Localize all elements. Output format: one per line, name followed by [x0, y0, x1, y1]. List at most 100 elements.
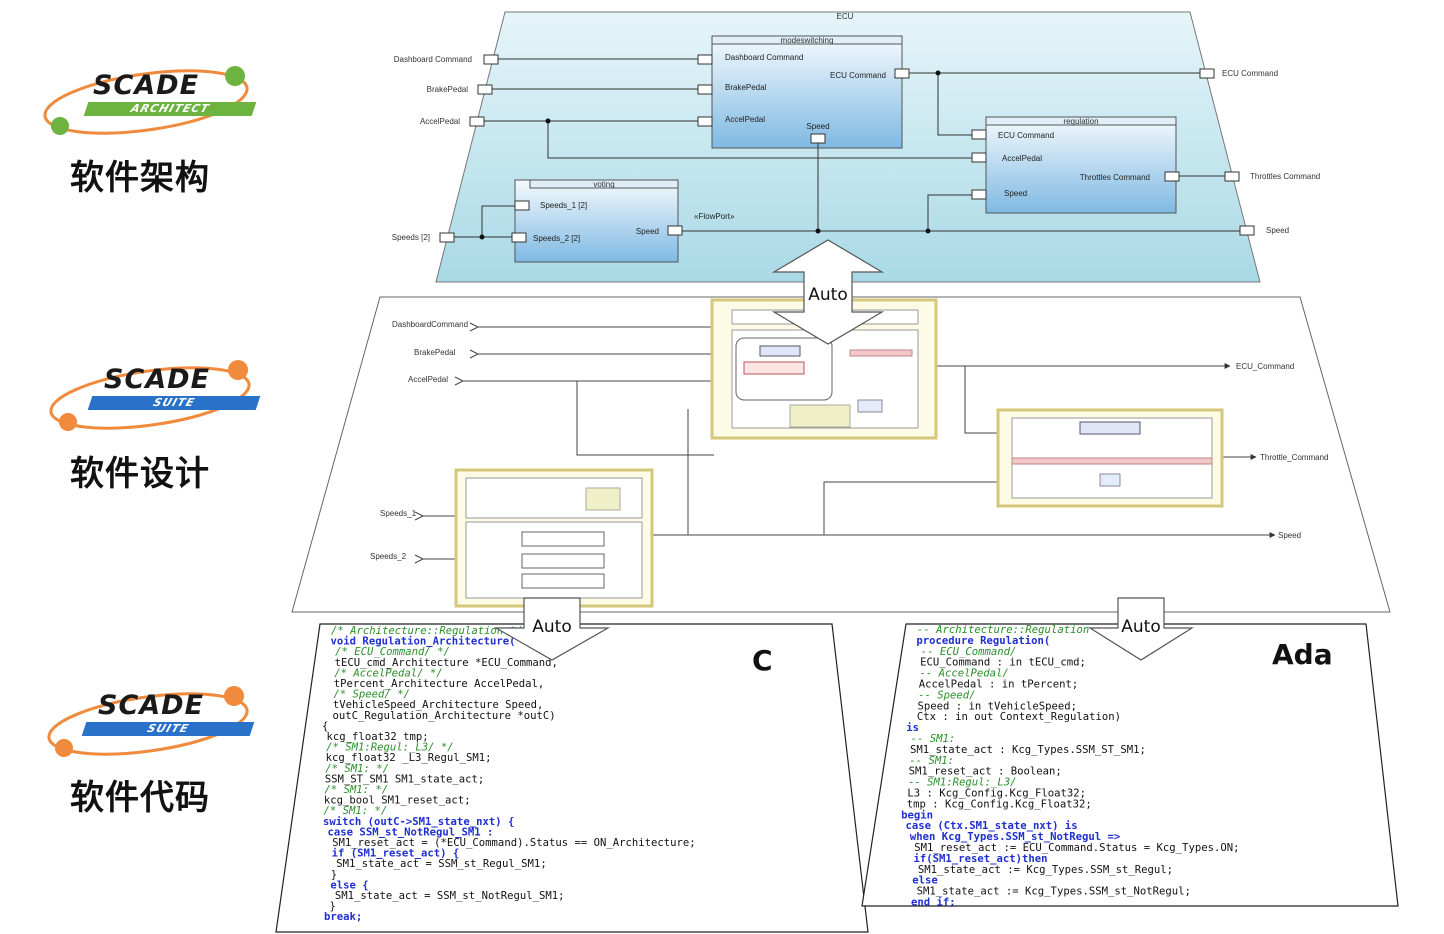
port-label: BrakePedal — [725, 83, 767, 92]
design-input-label: DashboardCommand — [392, 320, 468, 329]
code-line: kcg_bool SM1_reset_act; — [324, 795, 471, 807]
code-line: SM1_state_act = SSM_st_NotRegul_SM1; — [335, 890, 565, 902]
design-panel: DashboardCommand BrakePedal AccelPedal S… — [291, 296, 1391, 613]
layer-label-code: 软件代码 — [70, 778, 210, 818]
code-line: -- SM1:Regul:_L3/ — [908, 777, 1016, 789]
code-line: tPercent_Architecture AccelPedal, — [334, 678, 544, 690]
port-label: ECU Command — [830, 71, 886, 80]
code-line: kcg_float32 tmp; — [327, 731, 429, 743]
design-block-voting — [454, 468, 654, 608]
logo-swoosh-icon — [43, 66, 249, 135]
block-voting: voting Speeds_1 [2] Speeds_2 [2] Speed «… — [514, 179, 735, 263]
port-label: ECU Command — [998, 131, 1054, 140]
code-line: if(SM1_reset_act)then — [914, 853, 1048, 865]
code-line: } — [329, 901, 335, 913]
architecture-input-label: BrakePedal — [427, 85, 469, 94]
code-line: /* AccelPedal/ */ — [334, 667, 442, 679]
design-input-label: Speeds_1 — [380, 509, 417, 518]
architecture-panel: ECU modeswitching Dashboard Command Brak… — [392, 11, 1320, 283]
port-label: Speed — [636, 227, 659, 236]
code-line: /* ECU_Command/ */ — [335, 646, 450, 658]
code-line: outC_Regulation_Architecture *outC) — [332, 710, 555, 722]
block-modeswitching: modeswitching Dashboard Command BrakePed… — [711, 35, 903, 149]
auto-label: Auto — [1121, 617, 1160, 637]
design-output-label: Speed — [1278, 531, 1301, 540]
code-line: SSM_ST_SM1 SM1_state_act; — [325, 773, 484, 785]
code-line: is — [906, 722, 919, 734]
design-input-label: AccelPedal — [408, 375, 448, 384]
auto-label: Auto — [808, 285, 847, 305]
logo-name: SCADE — [93, 70, 200, 101]
code-line: switch (outC->SM1_state_nxt) { — [323, 816, 514, 828]
logo-name: SCADE — [98, 690, 205, 721]
architecture-title: ECU — [837, 12, 854, 21]
code-line: /* SM1: */ — [325, 763, 389, 775]
code-line: case SSM_st_NotRegul_SM1 : — [328, 826, 494, 838]
code-line: /* Architecture::Regulation */ — [331, 625, 522, 637]
code-line: SM1_state_act : Kcg_Types.SSM_ST_SM1; — [910, 744, 1146, 756]
scade-suite-logo-design: SCADE SUITE — [38, 358, 268, 438]
architecture-input-label: AccelPedal — [420, 117, 460, 126]
block-title: regulation — [1063, 117, 1098, 126]
layer-label-design: 软件设计 — [70, 454, 210, 494]
architecture-output-label: Throttles Command — [1250, 172, 1320, 181]
code-line: tVehicleSpeed_Architecture Speed, — [333, 699, 543, 711]
code-line: procedure Regulation( — [916, 635, 1050, 647]
auto-label: Auto — [532, 617, 571, 637]
port-label: Speeds_2 [2] — [533, 234, 580, 243]
code-language-c: C — [752, 644, 773, 677]
code-line: -- Speed/ — [918, 689, 975, 701]
port-label: Speeds_1 [2] — [540, 201, 587, 210]
code-line: Speed : in tVehicleSpeed; — [918, 700, 1077, 712]
auto-arrow-arch-design: Auto — [771, 239, 885, 345]
code-line: /* Speed/ */ — [333, 689, 410, 701]
code-line: -- SM1: — [909, 755, 954, 767]
code-line: -- AccelPedal/ — [919, 668, 1008, 680]
scade-suite-logo-code: SCADE SUITE — [38, 684, 268, 764]
auto-arrow-design-c: Auto — [493, 597, 611, 661]
layer-label-architecture: 软件架构 — [70, 158, 210, 198]
logo-swoosh-icon — [49, 360, 251, 431]
code-line: SM1_state_act := Kcg_Types.SSM_st_NotReg… — [917, 886, 1191, 898]
code-line: /* SM1:Regul:_L3/ */ — [326, 742, 454, 754]
code-line: else — [912, 875, 938, 887]
design-input-label: Speeds_2 — [370, 552, 407, 561]
code-line: /* SM1: */ — [324, 784, 388, 796]
code-line: end if; — [911, 897, 956, 909]
architecture-output-label: Speed — [1266, 226, 1289, 235]
code-line: case (Ctx.SM1_state_nxt) is — [905, 820, 1077, 832]
architecture-input-label: Dashboard Command — [394, 55, 472, 64]
design-block-regulation — [996, 408, 1224, 508]
port-label: Speed — [1004, 189, 1027, 198]
code-panel-c: C /* Architecture::Regulation */void Reg… — [275, 623, 869, 933]
code-line: -- Architecture::Regulation — [917, 624, 1089, 636]
block-title: modeswitching — [781, 36, 834, 45]
code-line: SM1_state_act := Kcg_Types.SSM_st_Regul; — [918, 864, 1173, 876]
block-regulation: regulation ECU Command AccelPedal Speed … — [985, 116, 1177, 214]
architecture-output-label: ECU Command — [1222, 69, 1278, 78]
logo-swoosh-icon — [47, 686, 249, 757]
code-line: when Kcg_Types.SSM_st_NotRegul => — [910, 831, 1120, 843]
code-line: void Regulation_Architecture( — [331, 636, 516, 648]
code-line: SM1_state_act = SSM_st_Regul_SM1; — [336, 858, 546, 870]
logo-name: SCADE — [104, 364, 211, 395]
port-label: AccelPedal — [725, 115, 765, 124]
code-line: SM1_reset_act : Boolean; — [909, 766, 1062, 778]
code-line: tmp : Kcg_Config.Kcg_Float32; — [907, 798, 1092, 810]
code-line: break; — [324, 911, 362, 923]
port-label: Throttles Command — [1080, 173, 1150, 182]
code-line: L3 : Kcg_Config.Kcg_Float32; — [907, 788, 1086, 800]
flow-port-label: «FlowPort» — [694, 212, 735, 221]
code-line: /* SM1: */ — [323, 805, 387, 817]
code-line: -- SM1: — [911, 733, 956, 745]
code-line: kcg_float32 _L3_Regul_SM1; — [326, 752, 492, 764]
block-title: voting — [593, 180, 614, 189]
code-c-block: /* Architecture::Regulation */void Regul… — [322, 625, 696, 923]
code-line: begin — [901, 809, 933, 821]
port-label: AccelPedal — [1002, 154, 1042, 163]
code-line: -- ECU_Command/ — [921, 646, 1017, 658]
port-label: Dashboard Command — [725, 53, 803, 62]
code-line: AccelPedal : in tPercent; — [919, 679, 1078, 691]
